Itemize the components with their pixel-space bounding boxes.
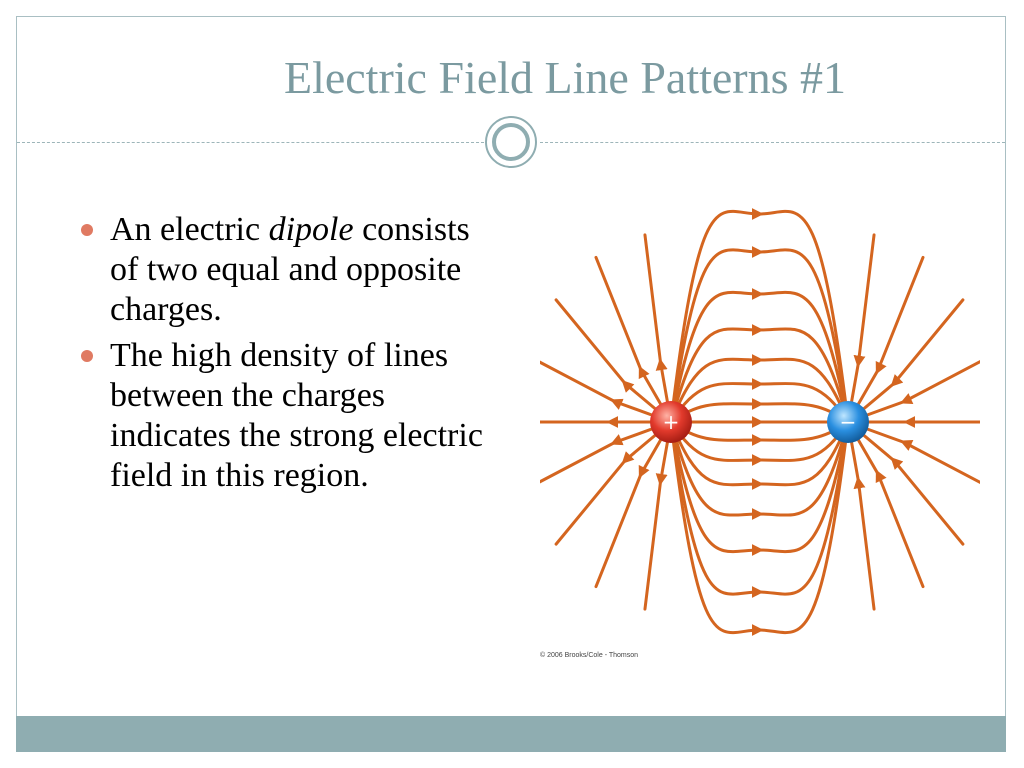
field-line	[669, 420, 850, 467]
bullet-item: The high density of lines between the ch…	[80, 336, 500, 496]
field-line	[669, 420, 850, 447]
slide-title: Electric Field Line Patterns #1	[283, 52, 847, 103]
field-line	[846, 420, 876, 611]
field-line	[669, 420, 850, 557]
field-line	[669, 245, 850, 424]
bullet-list: An electric dipole consists of two equal…	[80, 210, 500, 502]
field-line	[669, 377, 850, 424]
field-line	[669, 420, 850, 491]
field-line	[669, 420, 850, 637]
bullet-text: An electric	[110, 211, 269, 248]
positive-charge-label: +	[663, 410, 680, 434]
field-line	[643, 420, 673, 611]
footer-bar	[16, 716, 1006, 752]
negative-charge-label: −	[840, 410, 857, 434]
negative-charge-icon	[827, 401, 869, 443]
circle-ornament-icon	[485, 116, 537, 168]
positive-charge: +	[650, 401, 692, 443]
figure-credit: © 2006 Brooks/Cole - Thomson	[540, 652, 639, 659]
negative-charge: −	[827, 401, 869, 443]
bullet-text: The high density of lines between the ch…	[110, 337, 483, 494]
bullet-item: An electric dipole consists of two equal…	[80, 210, 500, 330]
bullet-emphasis: dipole	[268, 211, 354, 248]
field-line	[643, 233, 673, 424]
dipole-field-diagram: + −	[540, 207, 980, 637]
bullet-dot-icon	[81, 350, 93, 362]
field-line	[669, 207, 850, 424]
field-line	[669, 420, 850, 521]
field-line	[669, 287, 850, 424]
bullet-text-rest: consists of two equal and opposite charg…	[110, 211, 470, 328]
field-line	[669, 353, 850, 424]
positive-charge-icon	[650, 401, 692, 443]
field-line	[669, 323, 850, 424]
field-line	[846, 233, 876, 424]
title-divider-left	[17, 142, 484, 143]
field-line	[669, 397, 850, 424]
field-line	[669, 420, 850, 599]
title-divider-right	[540, 142, 1005, 143]
field-lines	[540, 207, 980, 637]
bullet-dot-icon	[81, 224, 93, 236]
